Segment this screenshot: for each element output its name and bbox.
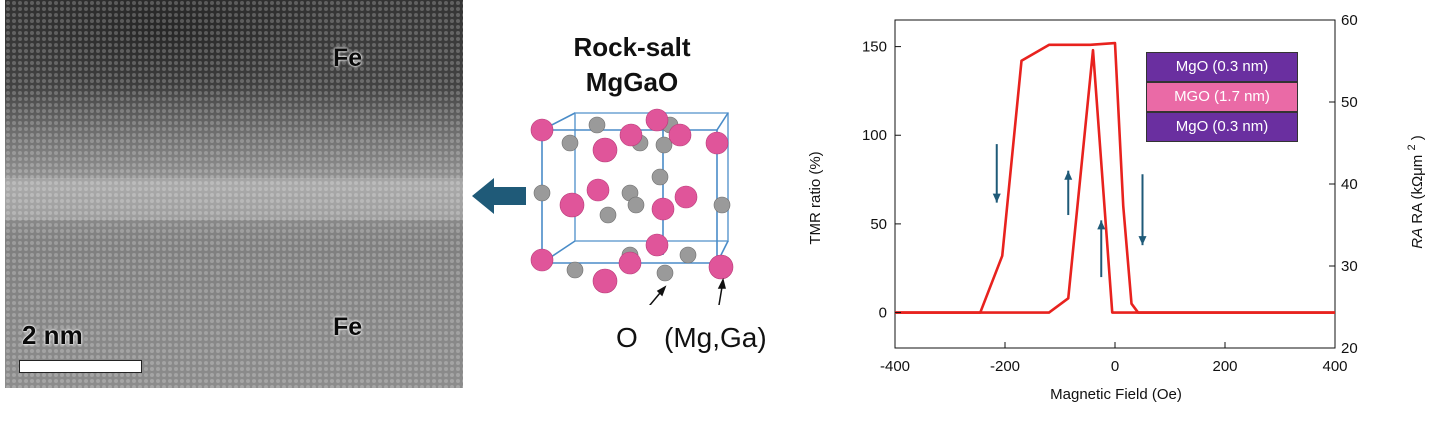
series-line-2 [895, 48, 1335, 314]
y2-tick-label: 30 [1341, 258, 1358, 275]
y2-axis-label-close: ) [1409, 135, 1426, 140]
direction-arrow-head [1064, 170, 1073, 180]
x-axis-label: Magnetic Field (Oe) [1050, 386, 1182, 403]
y2-axis-label-sup: 2 [1406, 144, 1418, 150]
fe-top-label: Fe [333, 44, 363, 72]
y-tick-label: 50 [870, 216, 887, 233]
scale-bar [19, 360, 142, 373]
series-layer [895, 41, 1335, 314]
y2-axis-label-ra: RA [1409, 228, 1426, 249]
tick-layer: -400 -200 0 200 400 0 50 100 150 20 30 40 50 60 [862, 12, 1358, 375]
direction-arrows [992, 144, 1147, 278]
y2-tick-label: 50 [1341, 94, 1358, 111]
crystal-title-line2: MgGaO [585, 67, 679, 97]
direction-arrow-head [992, 193, 1001, 203]
scale-bar-label: 2 nm [22, 320, 83, 350]
legend-layer-3: MgO (0.3 nm) [1146, 112, 1298, 142]
y-tick-label: 100 [862, 127, 887, 144]
fe-bottom-label: Fe [333, 313, 363, 341]
y2-tick-label: 20 [1341, 340, 1358, 357]
y2-axis-label-unit: RA (kΩμm [1409, 155, 1426, 224]
y-tick-label: 0 [879, 305, 887, 322]
atom-pointer-arrows [649, 277, 726, 305]
cation-atoms [530, 108, 734, 294]
y2-axis-label: RA RA (kΩμm 2 ) [1402, 135, 1426, 249]
crystal-title-line1: Rock-salt [573, 32, 691, 62]
stem-image [5, 0, 463, 388]
crystal-title: Rock-salt MgGaO [520, 30, 744, 100]
y2-tick-label: 40 [1341, 176, 1358, 193]
pointer-arrow [472, 178, 526, 214]
cation-label: (Mg,Ga) [664, 322, 767, 353]
x-tick-label: -400 [880, 358, 910, 375]
direction-arrow-head [1138, 236, 1147, 246]
legend-layer-1: MgO (0.3 nm) [1146, 52, 1298, 82]
x-tick-label: 400 [1322, 358, 1347, 375]
y-tick-label: 150 [862, 39, 887, 56]
y-axis-label: TMR ratio (%) [807, 151, 824, 244]
oxygen-label: O [616, 322, 638, 353]
x-tick-label: 0 [1111, 358, 1119, 375]
legend-layer-2: MGO (1.7 nm) [1146, 82, 1298, 112]
y2-tick-label: 60 [1341, 12, 1358, 29]
direction-arrow-1 [992, 144, 1001, 203]
direction-arrow-head [1097, 220, 1106, 230]
x-tick-label: -200 [990, 358, 1020, 375]
crystal-structure [530, 108, 734, 305]
direction-arrow-2 [1064, 170, 1073, 216]
direction-arrow-4 [1138, 174, 1147, 246]
series-line-1 [895, 41, 1335, 314]
direction-arrow-3 [1097, 220, 1106, 278]
x-tick-label: 200 [1212, 358, 1237, 375]
